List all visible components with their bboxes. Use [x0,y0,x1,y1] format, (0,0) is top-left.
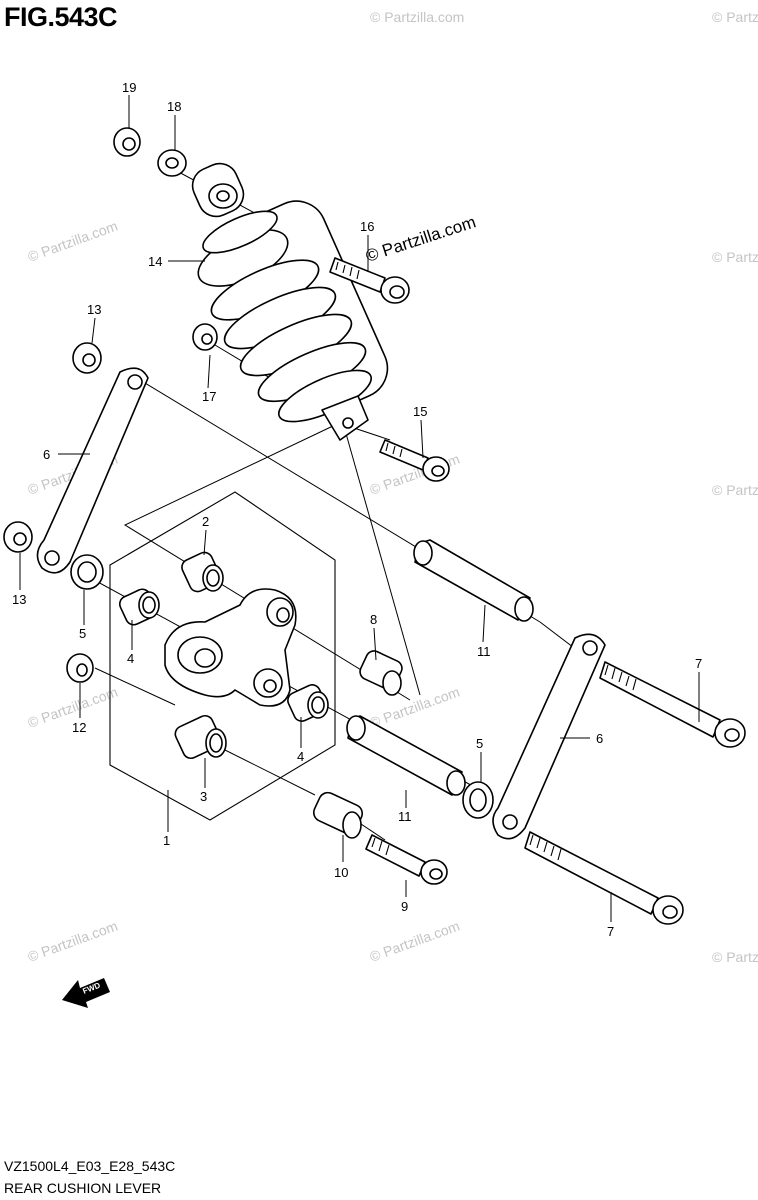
lever-assembly-outline [109,491,336,821]
callout-17: 17 [202,389,216,404]
callout-10: 10 [334,865,348,880]
callout-7: 7 [607,924,614,939]
callout-labels: 19 18 16 14 13 17 15 6 2 13 5 8 11 4 7 1… [12,80,702,939]
callout-15: 15 [413,404,427,419]
bolt-7-lower [524,831,684,925]
bolt-7-upper [599,661,746,748]
collar-10 [312,791,364,839]
spacer-11-upper [413,539,534,622]
callout-1: 1 [163,833,170,848]
callout-6: 6 [43,447,50,462]
callout-18: 18 [167,99,181,114]
watermark: © Partzilla.com [370,9,464,25]
callout-11: 11 [398,809,412,824]
bolt-15 [379,439,450,482]
bearing-4-lower [287,684,329,722]
callout-4: 4 [297,749,304,764]
callout-7: 7 [695,656,702,671]
bearing-3 [174,714,227,760]
spacer-11-lower [346,715,466,796]
shock-absorber-14 [191,162,389,441]
watermark: © Partzilla.com [26,218,120,265]
leader-lines [19,95,700,922]
bolt-16 [329,257,410,304]
cushion-lever-body [164,588,297,707]
section-name: REAR CUSHION LEVER [4,1180,162,1196]
nut-13-lower [3,521,33,553]
callout-6: 6 [596,731,603,746]
callout-13: 13 [87,302,101,317]
watermark: © Partzilla.com [368,684,462,731]
watermark: © Partzilla.com [368,918,462,965]
callout-8: 8 [370,612,377,627]
callout-13: 13 [12,592,26,607]
watermark: © Partzilla.com [712,482,758,498]
washer-5-right [462,781,494,819]
callout-3: 3 [200,789,207,804]
nut-13-upper [72,342,102,374]
bearing-2 [181,551,224,593]
figure-title: FIG.543C [4,2,118,32]
callout-16: 16 [360,219,374,234]
watermark: © Partzilla.com [712,9,758,25]
callout-4: 4 [127,651,134,666]
nut-19 [113,127,141,157]
callout-2: 2 [202,514,209,529]
watermark: © Partzilla.com [363,212,478,265]
fwd-arrow-icon: FWD [62,978,110,1008]
washer-18 [157,149,187,177]
watermark: © Partzilla.com [712,249,758,265]
callout-19: 19 [122,80,136,95]
nut-12 [66,653,94,683]
callout-5: 5 [476,736,483,751]
collar-8 [359,650,403,696]
callout-5: 5 [79,626,86,641]
link-rod-6-left [36,367,149,574]
washer-5-left [70,554,104,590]
watermark: © Partzilla.com [712,949,758,965]
bearing-4-upper [118,588,160,626]
model-code: VZ1500L4_E03_E28_543C [4,1158,176,1174]
nut-17 [192,323,218,351]
bolt-9 [365,834,448,885]
callout-9: 9 [401,899,408,914]
link-rod-6-right [492,633,606,840]
watermark: © Partzilla.com [26,918,120,965]
callout-14: 14 [148,254,162,269]
watermark-prominent: © Partzilla.com [363,212,478,265]
callout-11: 11 [477,644,491,659]
callout-12: 12 [72,720,86,735]
